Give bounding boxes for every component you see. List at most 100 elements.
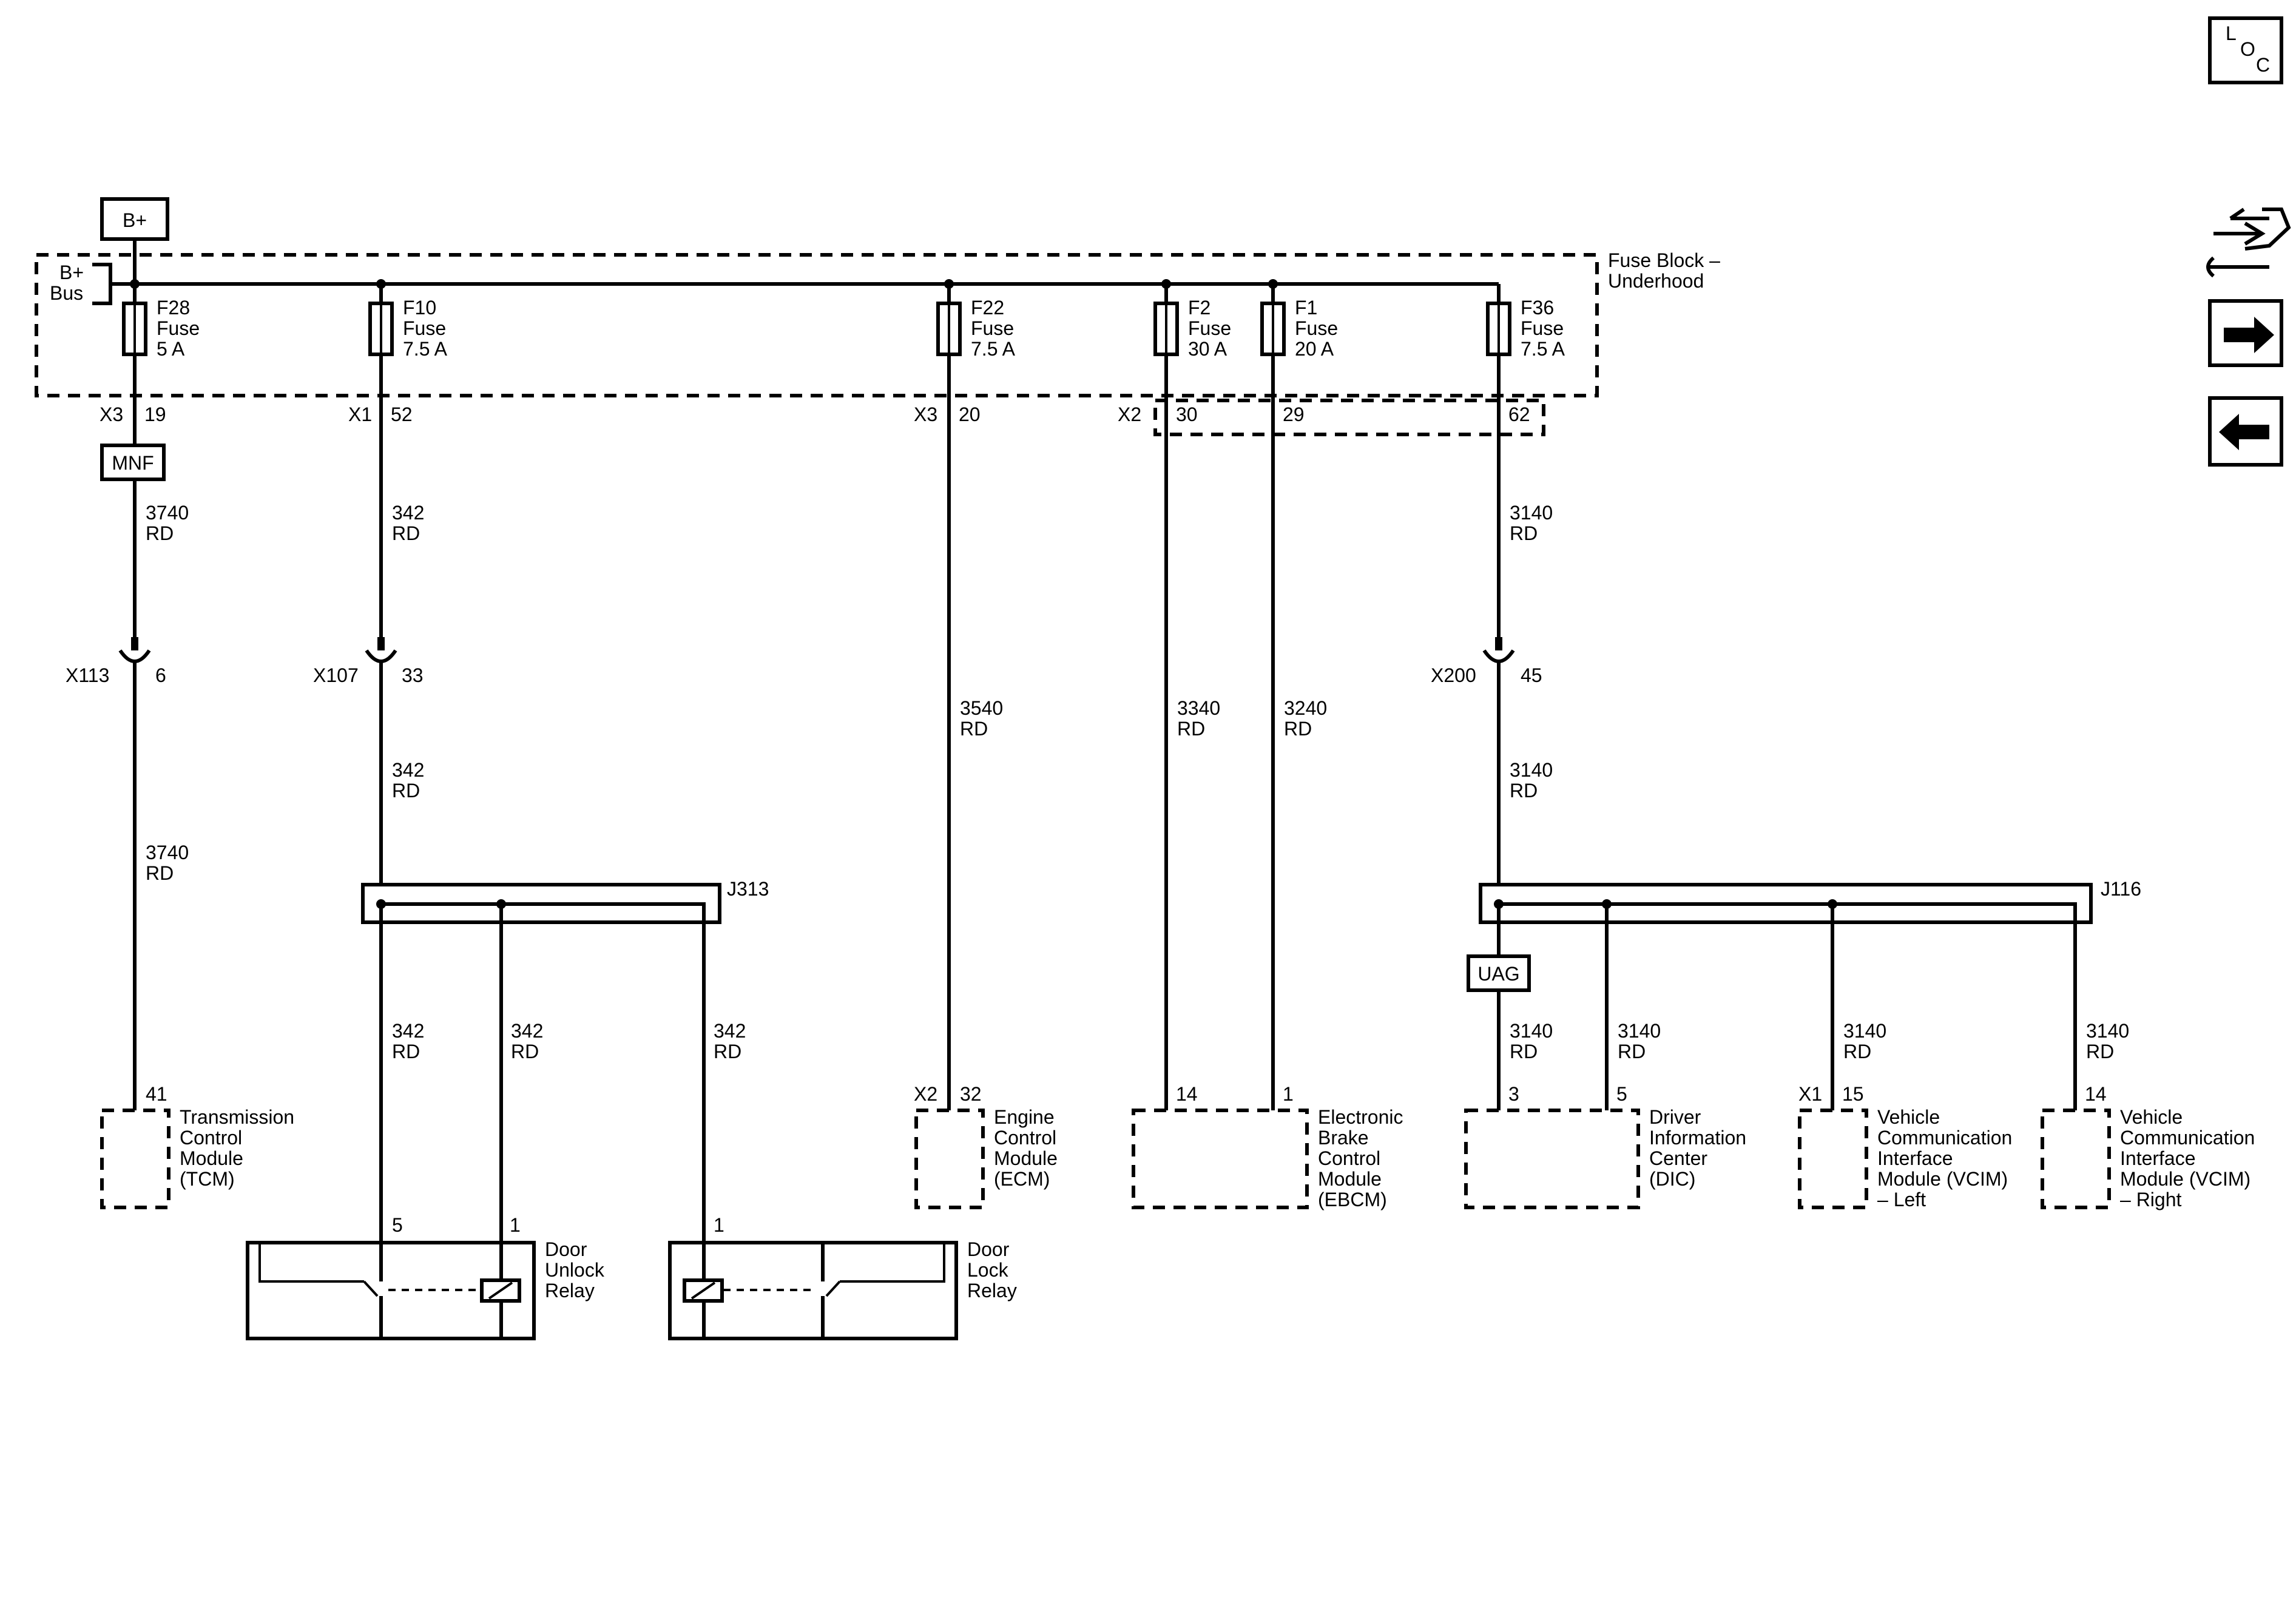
fuse-f36-rating: 7.5 A xyxy=(1521,338,1565,360)
wire-3140-color-vcim-left: RD xyxy=(1843,1041,1871,1062)
inline-connector-x113-pin: 6 xyxy=(155,664,166,686)
loc-letter-o: O xyxy=(2240,38,2255,60)
next-page-button[interactable] xyxy=(2208,299,2283,367)
vcim-right-component[interactable] xyxy=(2041,1109,2111,1209)
vcim-left-label-line3: Interface xyxy=(1877,1147,1953,1169)
arrow-left-icon xyxy=(2219,414,2269,450)
unlock-relay-label-line3: Relay xyxy=(545,1280,595,1301)
splice-j116 xyxy=(1479,883,2093,924)
fuse-f22-connector: X3 xyxy=(914,403,937,425)
door-lock-relay[interactable] xyxy=(668,1241,958,1340)
fuse-f1-name: F1 xyxy=(1295,297,1317,319)
vcim-right-label-line4: Module (VCIM) xyxy=(2120,1168,2250,1190)
ebcm-pin-1: 1 xyxy=(1283,1083,1294,1105)
tcm-label-line3: Module xyxy=(180,1147,243,1169)
wire-3140-circuit-vcim-right: 3140 xyxy=(2086,1020,2129,1042)
ecm-label-line4: (ECM) xyxy=(994,1168,1050,1190)
vcim-left-component[interactable] xyxy=(1798,1109,1868,1209)
fuse-f22-type: Fuse xyxy=(971,317,1014,339)
fuse-f28-connector: X3 xyxy=(100,403,123,425)
dic-label-line1: Driver xyxy=(1649,1106,1701,1128)
fuse-f36-type: Fuse xyxy=(1521,317,1564,339)
vcim-left-connector: X1 xyxy=(1798,1083,1822,1105)
wire-3140-circuit-dic-3: 3140 xyxy=(1510,1020,1553,1042)
wire-342-circuit-upper: 342 xyxy=(392,502,424,524)
fuse-f1-rating: 20 A xyxy=(1295,338,1334,360)
loc-button[interactable]: L O C xyxy=(2208,16,2283,84)
vcim-right-label-line1: Vehicle xyxy=(2120,1106,2183,1128)
lock-relay-label-line1: Door xyxy=(967,1238,1010,1260)
fuse-f28-type: Fuse xyxy=(157,317,200,339)
fuse-f10-type: Fuse xyxy=(403,317,446,339)
door-unlock-relay[interactable] xyxy=(246,1241,536,1340)
fuse-f22-name: F22 xyxy=(971,297,1004,319)
fuse-f2-type: Fuse xyxy=(1188,317,1231,339)
wire-3140-color-upper: RD xyxy=(1510,522,1538,544)
wire-342-color-lock: RD xyxy=(714,1041,741,1062)
option-mnf-box: MNF xyxy=(100,444,166,481)
fuse-f1-pin: 29 xyxy=(1283,403,1305,425)
b-plus-source: B+ xyxy=(100,197,169,241)
dic-pin-5: 5 xyxy=(1616,1083,1627,1105)
inline-connector-x200-pin: 45 xyxy=(1521,664,1542,686)
loc-letter-c: C xyxy=(2256,54,2270,76)
fuse-f28[interactable]: F28 Fuse 5 A xyxy=(122,284,200,360)
fuse-block-outline xyxy=(35,253,1599,397)
loc-letter-l: L xyxy=(2226,22,2237,44)
vcim-right-label-line3: Interface xyxy=(2120,1147,2196,1169)
inline-connector-x200-name: X200 xyxy=(1431,664,1476,686)
dic-pin-3: 3 xyxy=(1508,1083,1519,1105)
fuse-f28-pin: 19 xyxy=(144,403,166,425)
previous-page-button[interactable] xyxy=(2208,396,2283,467)
fuse-block-label-line1: Fuse Block – xyxy=(1608,249,1720,271)
vcim-left-label-line1: Vehicle xyxy=(1877,1106,1940,1128)
fuse-f22-pin: 20 xyxy=(959,403,981,425)
b-plus-bus-bracket xyxy=(92,263,112,305)
wire-342-color-mid: RD xyxy=(392,780,420,802)
fuse-f10-name: F10 xyxy=(403,297,436,319)
wire-3140-color-vcim-right: RD xyxy=(2086,1041,2114,1062)
fuse-f28-name: F28 xyxy=(157,297,190,319)
dic-component[interactable] xyxy=(1464,1109,1640,1209)
wire-3540-color: RD xyxy=(960,718,988,740)
dic-label-line3: Center xyxy=(1649,1147,1707,1169)
fuse-f36-name: F36 xyxy=(1521,297,1554,319)
wire-342-color-upper: RD xyxy=(392,522,420,544)
wire-3140-color-mid: RD xyxy=(1510,780,1538,802)
ebcm-label-line4: Module xyxy=(1318,1168,1382,1190)
ebcm-label-line1: Electronic xyxy=(1318,1106,1403,1128)
fuse-f2-connector: X2 xyxy=(1118,403,1141,425)
ebcm-component[interactable] xyxy=(1132,1109,1309,1209)
fuse-f2-name: F2 xyxy=(1188,297,1210,319)
ecm-pin: 32 xyxy=(960,1083,982,1105)
wire-3740-color-upper: RD xyxy=(146,522,174,544)
unlock-relay-pin-1: 1 xyxy=(510,1214,521,1236)
wire-3340-circuit: 3340 xyxy=(1177,697,1220,719)
tcm-component[interactable] xyxy=(100,1109,171,1209)
connector-view-icon[interactable] xyxy=(2206,208,2291,278)
fuse-f10[interactable]: F10 Fuse 7.5 A xyxy=(368,284,448,360)
option-mnf-label: MNF xyxy=(112,452,154,474)
b-plus-bus-label-line2: Bus xyxy=(50,282,83,304)
wire-342-circuit-unlock-5: 342 xyxy=(392,1020,424,1042)
fuse-f22-rating: 7.5 A xyxy=(971,338,1016,360)
wire-3340-color: RD xyxy=(1177,718,1205,740)
inline-connector-x200 xyxy=(1482,637,1515,663)
fuse-f2-pin: 30 xyxy=(1176,403,1198,425)
tcm-pin: 41 xyxy=(146,1083,167,1105)
fuse-f10-pin: 52 xyxy=(391,403,413,425)
fuse-block-label-line2: Underhood xyxy=(1608,270,1704,292)
fuse-f22[interactable]: F22 Fuse 7.5 A xyxy=(936,284,1016,360)
fuse-f1[interactable]: F1 Fuse 20 A xyxy=(1260,284,1338,360)
ecm-label-line1: Engine xyxy=(994,1106,1055,1128)
arrow-right-icon xyxy=(2224,317,2274,353)
fuse-f36[interactable]: F36 Fuse 7.5 A xyxy=(1486,297,1565,360)
option-uag-box: UAG xyxy=(1467,954,1531,992)
wire-3140-circuit-vcim-left: 3140 xyxy=(1843,1020,1886,1042)
inline-connector-x107-pin: 33 xyxy=(402,664,424,686)
tcm-label-line2: Control xyxy=(180,1127,242,1149)
fuse-f2[interactable]: F2 Fuse 30 A xyxy=(1153,284,1231,360)
fuse-f28-rating: 5 A xyxy=(157,338,185,360)
splice-j116-label: J116 xyxy=(2101,878,2141,900)
ecm-component[interactable] xyxy=(914,1109,985,1209)
